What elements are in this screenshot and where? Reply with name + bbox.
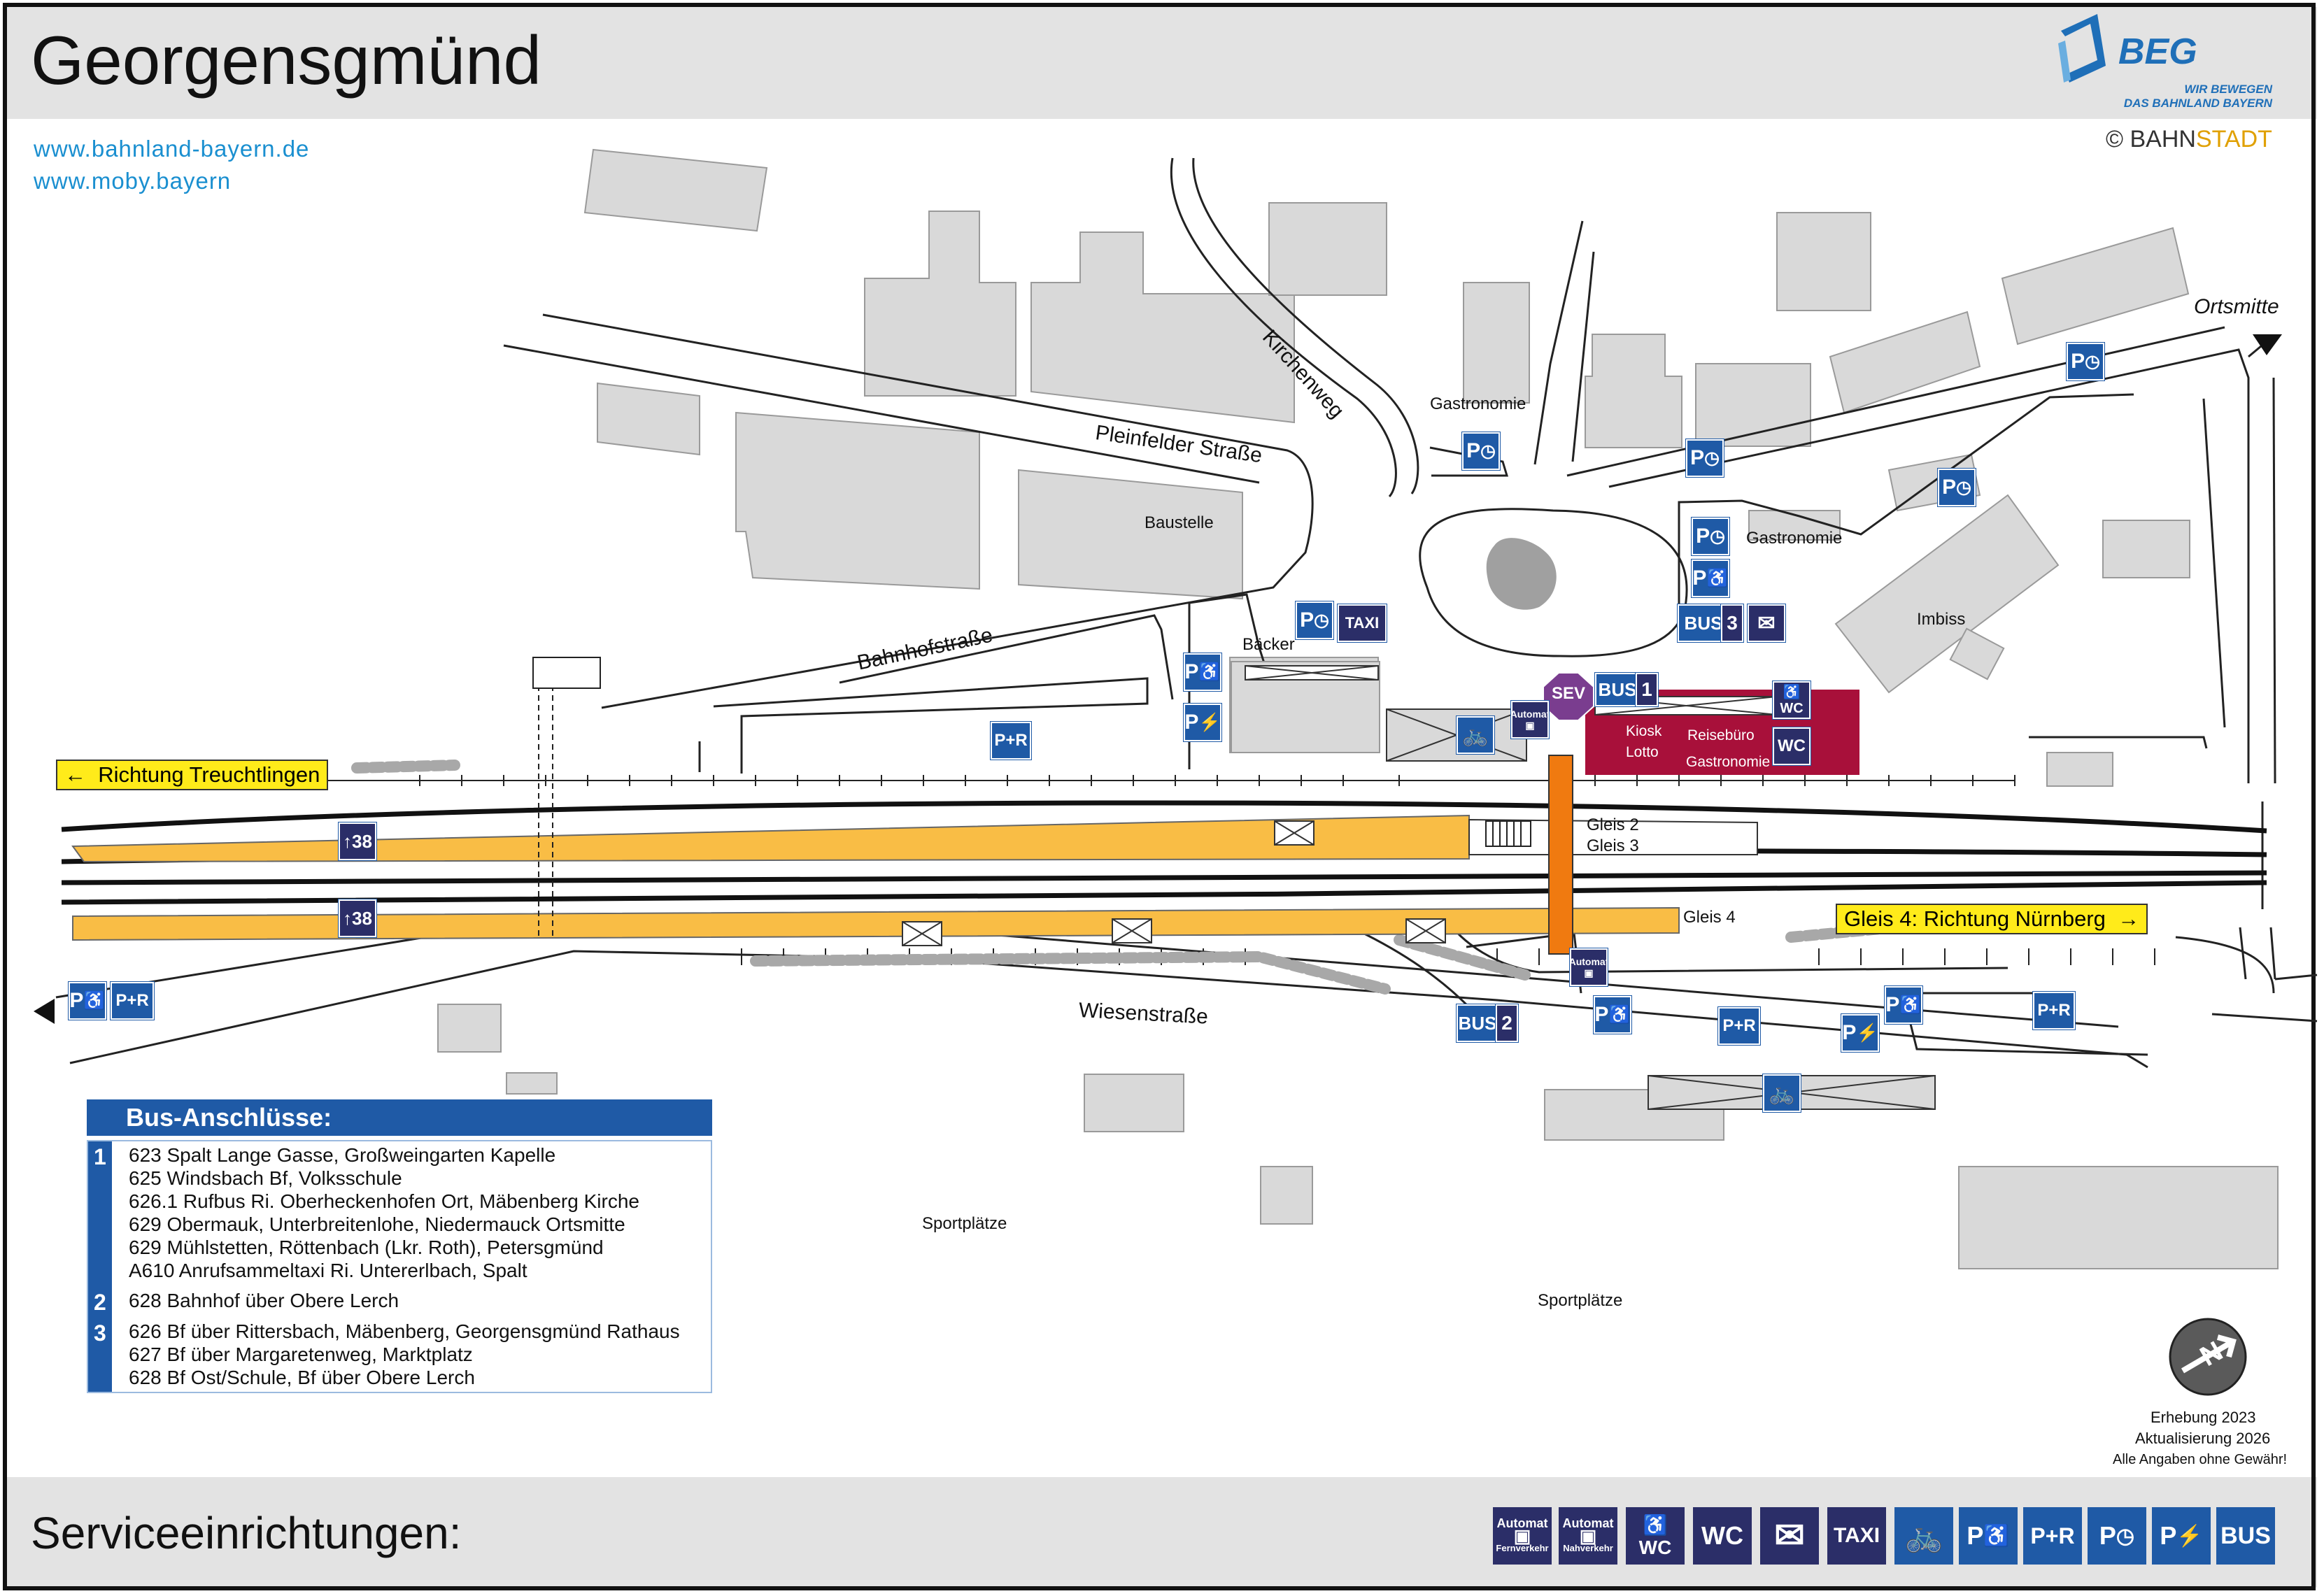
ticket-machine-icon: Automat▣	[1569, 948, 1608, 987]
sev-label: SEV	[1552, 684, 1586, 703]
link-bahnland[interactable]: www.bahnland-bayern.de	[34, 136, 310, 162]
legend-park-and-ride-icon: P+R	[2023, 1507, 2082, 1565]
ticket-machine-icon: Automat▣	[1510, 700, 1550, 739]
parking-accessible-icon: P♿	[1884, 985, 1923, 1025]
platform-gleis-2-3	[71, 814, 1470, 863]
bus-stop-icon: BUS	[1677, 604, 1730, 643]
website-links: www.bahnland-bayern.de www.moby.bayern	[34, 133, 309, 197]
bus-stop-icon: BUS	[1594, 672, 1641, 707]
disclaimer-note: Alle Angaben ohne Gewähr!	[2113, 1452, 2288, 1467]
label-lotto: Lotto	[1626, 744, 1659, 760]
roads	[55, 157, 2318, 1069]
legend-parking-time-icon: P◷	[2088, 1507, 2146, 1565]
services-title: Serviceeinrichtungen:	[31, 1508, 462, 1558]
bus-stop-number-icon: 1	[1635, 672, 1659, 707]
mailbox-icon: ✉	[1747, 604, 1786, 643]
bus-stop-number-icon: 2	[1495, 1004, 1519, 1043]
bike-parking-icon: 🚲	[1762, 1074, 1801, 1113]
parking-time-icon: P◷	[1691, 517, 1730, 556]
platform-height-icon: ↑38	[338, 899, 377, 938]
legend-wc-icon: WC	[1693, 1507, 1752, 1565]
platform-height-icon: ↑38	[338, 822, 377, 861]
wc-accessible-icon: ♿WC	[1772, 681, 1811, 720]
bus-connections-heading: Bus-Anschlüsse:	[87, 1099, 712, 1136]
label-sportplaetze-1: Sportplätze	[922, 1214, 1007, 1233]
label-imbiss: Imbiss	[1917, 610, 1966, 629]
direction-west: ← Richtung Treuchtlingen	[56, 760, 329, 790]
parking-accessible-icon: P♿	[1691, 559, 1730, 598]
bus-connections-list: 1 623 Spalt Lange Gasse, Großweingarten …	[87, 1140, 712, 1393]
legend-parking-accessible-icon: P♿	[1959, 1507, 2018, 1565]
bus-connections: Bus-Anschlüsse: 1 623 Spalt Lange Gasse,…	[87, 1099, 712, 1393]
beg-logo-tagline: WIR BEWEGEN DAS BAHNLAND BAYERN	[2123, 83, 2272, 110]
label-gleis-2: Gleis 2	[1587, 815, 1639, 834]
legend-taxi-icon: TAXI	[1827, 1507, 1886, 1565]
parking-ev-icon: P⚡	[1841, 1013, 1880, 1053]
underpass	[1548, 755, 1573, 955]
link-moby[interactable]: www.moby.bayern	[34, 168, 232, 194]
legend-wc-accessible-icon: ♿WC	[1626, 1507, 1685, 1565]
bus-stop-icon: BUS	[1456, 1004, 1499, 1043]
label-baustelle: Baustelle	[1145, 513, 1214, 532]
survey-note: Erhebung 2023	[2151, 1409, 2256, 1426]
label-gleis-4: Gleis 4	[1683, 908, 1736, 927]
sev-sign	[1543, 672, 1594, 721]
platform-gleis-4	[72, 906, 1680, 941]
parking-accessible-icon: P♿	[1183, 653, 1222, 692]
legend-bike-parking-icon: 🚲	[1894, 1507, 1953, 1565]
park-and-ride-icon: P+R	[2032, 991, 2076, 1030]
label-gleis-3: Gleis 3	[1587, 836, 1639, 855]
legend-ticket-machine-regional-icon: Automat▣Nahverkehr	[1559, 1507, 1617, 1565]
label-reisebuero: Reisebüro	[1687, 727, 1755, 743]
copyright: © BAHNSTADT	[2106, 126, 2272, 152]
label-baecker: Bäcker	[1242, 635, 1295, 654]
taxi-icon: TAXI	[1337, 604, 1387, 643]
parking-time-icon: P◷	[1937, 468, 1976, 507]
legend-parking-ev-icon: P⚡	[2152, 1507, 2211, 1565]
label-ortsmitte: Ortsmitte	[2194, 295, 2279, 318]
buildings	[437, 148, 2279, 1269]
parking-time-icon: P◷	[2066, 342, 2105, 381]
beg-logo-word: BEG	[2118, 31, 2197, 72]
bike-parking-icon: 🚲	[1456, 715, 1495, 755]
legend-mailbox-icon: ✉	[1760, 1507, 1819, 1565]
parking-accessible-icon: P♿	[1593, 995, 1632, 1034]
beg-logo-icon	[2058, 14, 2106, 83]
label-kiosk: Kiosk	[1626, 723, 1662, 739]
parking-ev-icon: P⚡	[1183, 703, 1222, 742]
direction-east: Gleis 4: Richtung Nürnberg →	[1836, 904, 2148, 934]
label-gastronomie-2: Gastronomie	[1746, 529, 1843, 548]
station-title: Georgensgmünd	[31, 22, 542, 99]
label-gastronomie-3: Gastronomie	[1686, 754, 1771, 770]
parking-time-icon: P◷	[1461, 432, 1501, 471]
parking-time-icon: P◷	[1295, 601, 1334, 640]
park-and-ride-icon: P+R	[1717, 1006, 1761, 1046]
parking-time-icon: P◷	[1685, 439, 1724, 478]
park-and-ride-icon: P+R	[990, 721, 1032, 760]
header-bar	[7, 7, 2317, 119]
parking-accessible-icon: P♿	[68, 981, 107, 1020]
beg-logo: BEG WIR BEWEGEN DAS BAHNLAND BAYERN	[2048, 10, 2286, 115]
legend-bus-icon: BUS	[2216, 1507, 2275, 1565]
update-note: Aktualisierung 2026	[2135, 1430, 2271, 1447]
park-and-ride-icon: P+R	[110, 981, 155, 1020]
legend-ticket-machine-long-distance-icon: Automat▣Fernverkehr	[1493, 1507, 1552, 1565]
label-sportplaetze-2: Sportplätze	[1538, 1291, 1623, 1310]
label-gastronomie-1: Gastronomie	[1430, 394, 1526, 413]
wc-icon: WC	[1772, 727, 1811, 766]
map-frame	[3, 3, 2316, 1590]
bus-stop-number-icon: 3	[1720, 604, 1744, 643]
